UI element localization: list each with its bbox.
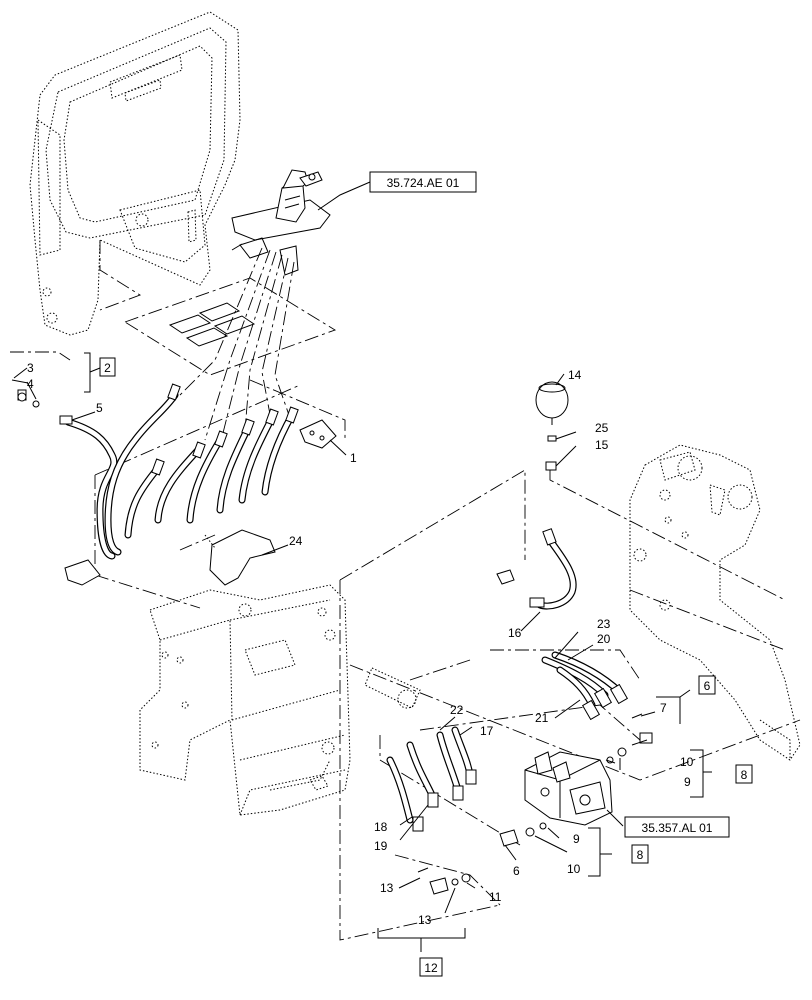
fittings-right	[606, 713, 653, 764]
svg-text:2: 2	[104, 361, 111, 375]
ref-joystick-label: 35.724.AE 01	[387, 176, 460, 190]
wire-harness-bundle	[179, 247, 295, 446]
hose-fittings	[59, 383, 299, 476]
hose-24	[204, 529, 276, 586]
callout-9-bottom: 9	[573, 832, 580, 846]
callout-19: 19	[374, 839, 388, 853]
callout-15: 15	[595, 438, 609, 452]
bracket-8-bottom	[588, 827, 612, 877]
fittings-bottom	[499, 822, 547, 847]
leader-lines	[13, 181, 656, 914]
fittings-11-13	[417, 867, 471, 895]
boxed-12: 12	[419, 957, 443, 977]
callout-25: 25	[595, 421, 609, 435]
floor-plate	[123, 277, 337, 376]
ref-valve[interactable]: 35.357.AL 01	[624, 816, 730, 838]
callout-13-left: 13	[380, 881, 394, 895]
callout-18: 18	[374, 820, 388, 834]
cab-rear-frame	[29, 11, 241, 336]
bracket-2	[84, 352, 101, 393]
fittings-3-4	[11, 379, 40, 408]
callout-6-bottom: 6	[513, 864, 520, 878]
boxed-6: 6	[698, 675, 716, 695]
control-valve	[524, 751, 613, 826]
boxed-2: 2	[99, 357, 116, 377]
joystick-assembly	[231, 169, 331, 276]
callout-10-top: 10	[680, 755, 694, 769]
bracket-lower	[64, 559, 101, 586]
svg-text:6: 6	[704, 679, 711, 693]
cylinder	[364, 667, 421, 709]
pilot-hoses	[64, 391, 296, 560]
accumulator	[535, 381, 569, 471]
bracket-6	[656, 689, 691, 724]
callout-13-bottom: 13	[418, 913, 432, 927]
callout-16: 16	[508, 626, 522, 640]
ref-valve-label: 35.357.AL 01	[642, 821, 713, 835]
hoses-20-21-23	[541, 651, 629, 721]
bracket-part-1	[299, 419, 337, 449]
bracket-8-top	[690, 749, 712, 798]
svg-text:12: 12	[424, 961, 438, 975]
hoses-17-22	[386, 726, 477, 832]
boxed-8-bottom: 8	[631, 844, 649, 864]
boxed-8-top: 8	[735, 764, 753, 784]
callout-1: 1	[350, 451, 357, 465]
hose-16	[496, 528, 577, 610]
callout-5: 5	[96, 401, 103, 415]
callout-numbers: 1 3 4 5 7 9 9 10 10 11 13 13 14 15 16 17…	[27, 361, 694, 927]
callout-20: 20	[597, 632, 611, 646]
callout-9-top: 9	[684, 775, 691, 789]
boom-arm	[629, 444, 801, 761]
callout-23: 23	[597, 617, 611, 631]
bracket-12	[377, 928, 466, 952]
callout-10-bottom: 10	[567, 862, 581, 876]
callout-24: 24	[289, 534, 303, 548]
ref-joystick[interactable]: 35.724.AE 01	[369, 171, 477, 193]
svg-text:8: 8	[637, 848, 644, 862]
loader-frame	[139, 584, 351, 816]
callout-17: 17	[480, 724, 494, 738]
callout-22: 22	[450, 703, 464, 717]
callout-3: 3	[27, 361, 34, 375]
svg-text:8: 8	[741, 768, 748, 782]
callout-11: 11	[489, 890, 502, 904]
callout-4: 4	[27, 377, 34, 391]
callout-7: 7	[660, 701, 667, 715]
callout-14: 14	[568, 368, 582, 382]
assembly-lines	[10, 240, 801, 941]
callout-21: 21	[535, 711, 549, 725]
